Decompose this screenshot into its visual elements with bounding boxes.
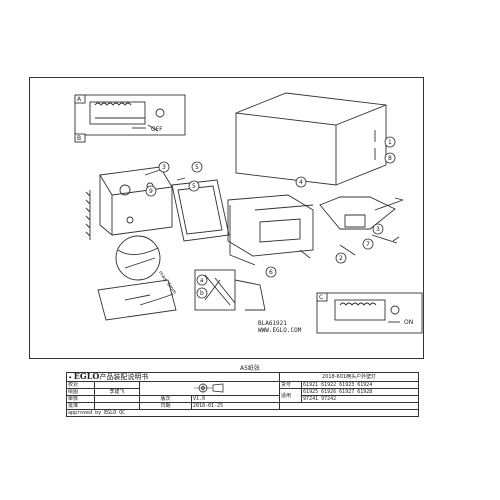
apply-numbers-2: 97241 97242 xyxy=(301,395,420,403)
row-label-approve: 批准 xyxy=(66,402,95,410)
row-value-review xyxy=(94,395,140,403)
callout-5b: 5 xyxy=(192,183,196,190)
website: WWW.EGLO.COM xyxy=(258,327,302,334)
callout-2: 2 xyxy=(339,255,343,262)
panel-c-on-label: ON xyxy=(404,319,414,326)
panel-a xyxy=(74,94,186,136)
apply-label: 适用 xyxy=(279,388,303,403)
row-value-check xyxy=(94,381,140,389)
product-name: 2018-601两头户外壁灯 xyxy=(279,372,420,382)
brand-name: EGLO xyxy=(73,372,100,381)
item-number-label: 货号 xyxy=(279,381,303,389)
callout-7: 7 xyxy=(366,241,370,248)
eglo-logo-icon: ✦ xyxy=(68,375,73,381)
panel-c xyxy=(316,292,423,334)
row-label-check: 校对 xyxy=(66,381,95,389)
cover-box xyxy=(235,92,387,186)
document-title: 产品装配说明书 xyxy=(99,373,149,381)
page-size-label: A5纸张 xyxy=(240,365,260,372)
callout-3b: 3 xyxy=(376,226,380,233)
date-value: 2018-01-25 xyxy=(190,402,281,410)
callout-3: 3 xyxy=(162,164,166,171)
version-value: V1.0 xyxy=(190,395,281,403)
row-label-review: 审核 xyxy=(66,395,95,403)
apply-numbers-1: 61925 61926 61927 61928 xyxy=(301,388,420,396)
panel-a-off-label: OFF xyxy=(151,126,163,133)
brand-cell: ✦ EGLO产品装配说明书 xyxy=(65,372,281,382)
panel-b xyxy=(74,133,404,321)
approval-note: approved by EGLO QC xyxy=(65,409,420,417)
projection-symbol xyxy=(138,381,281,396)
callout-6: 6 xyxy=(269,269,273,276)
empty-cell xyxy=(279,402,420,410)
panel-a-tag: A xyxy=(77,96,82,103)
version-label: 版次 xyxy=(139,395,192,403)
callout-1: 1 xyxy=(388,139,392,146)
panel-c-tag: C xyxy=(319,294,324,301)
item-numbers: 61921 61922 61923 61924 xyxy=(301,381,420,389)
panel-b-tag: B xyxy=(77,135,82,142)
projection-icon xyxy=(193,382,223,393)
callout-5: 5 xyxy=(195,164,199,171)
row-value-approve xyxy=(94,402,140,410)
callout-circles xyxy=(145,136,396,299)
title-block: ✦ EGLO产品装配说明书 2018-601两头户外壁灯 校对 货号 61921… xyxy=(65,372,420,417)
callout-a: a xyxy=(200,277,204,284)
row-value-draw: 李建飞 xyxy=(94,388,140,396)
drawing-frame xyxy=(29,77,424,359)
callout-b: b xyxy=(200,290,204,297)
model-code: BLA61921 xyxy=(258,320,287,327)
callout-4: 4 xyxy=(299,179,303,186)
row-label-draw: 绘图 xyxy=(66,388,95,396)
callout-8: 8 xyxy=(388,155,392,162)
date-label: 日期 xyxy=(139,402,192,410)
callout-9: 9 xyxy=(149,188,153,195)
